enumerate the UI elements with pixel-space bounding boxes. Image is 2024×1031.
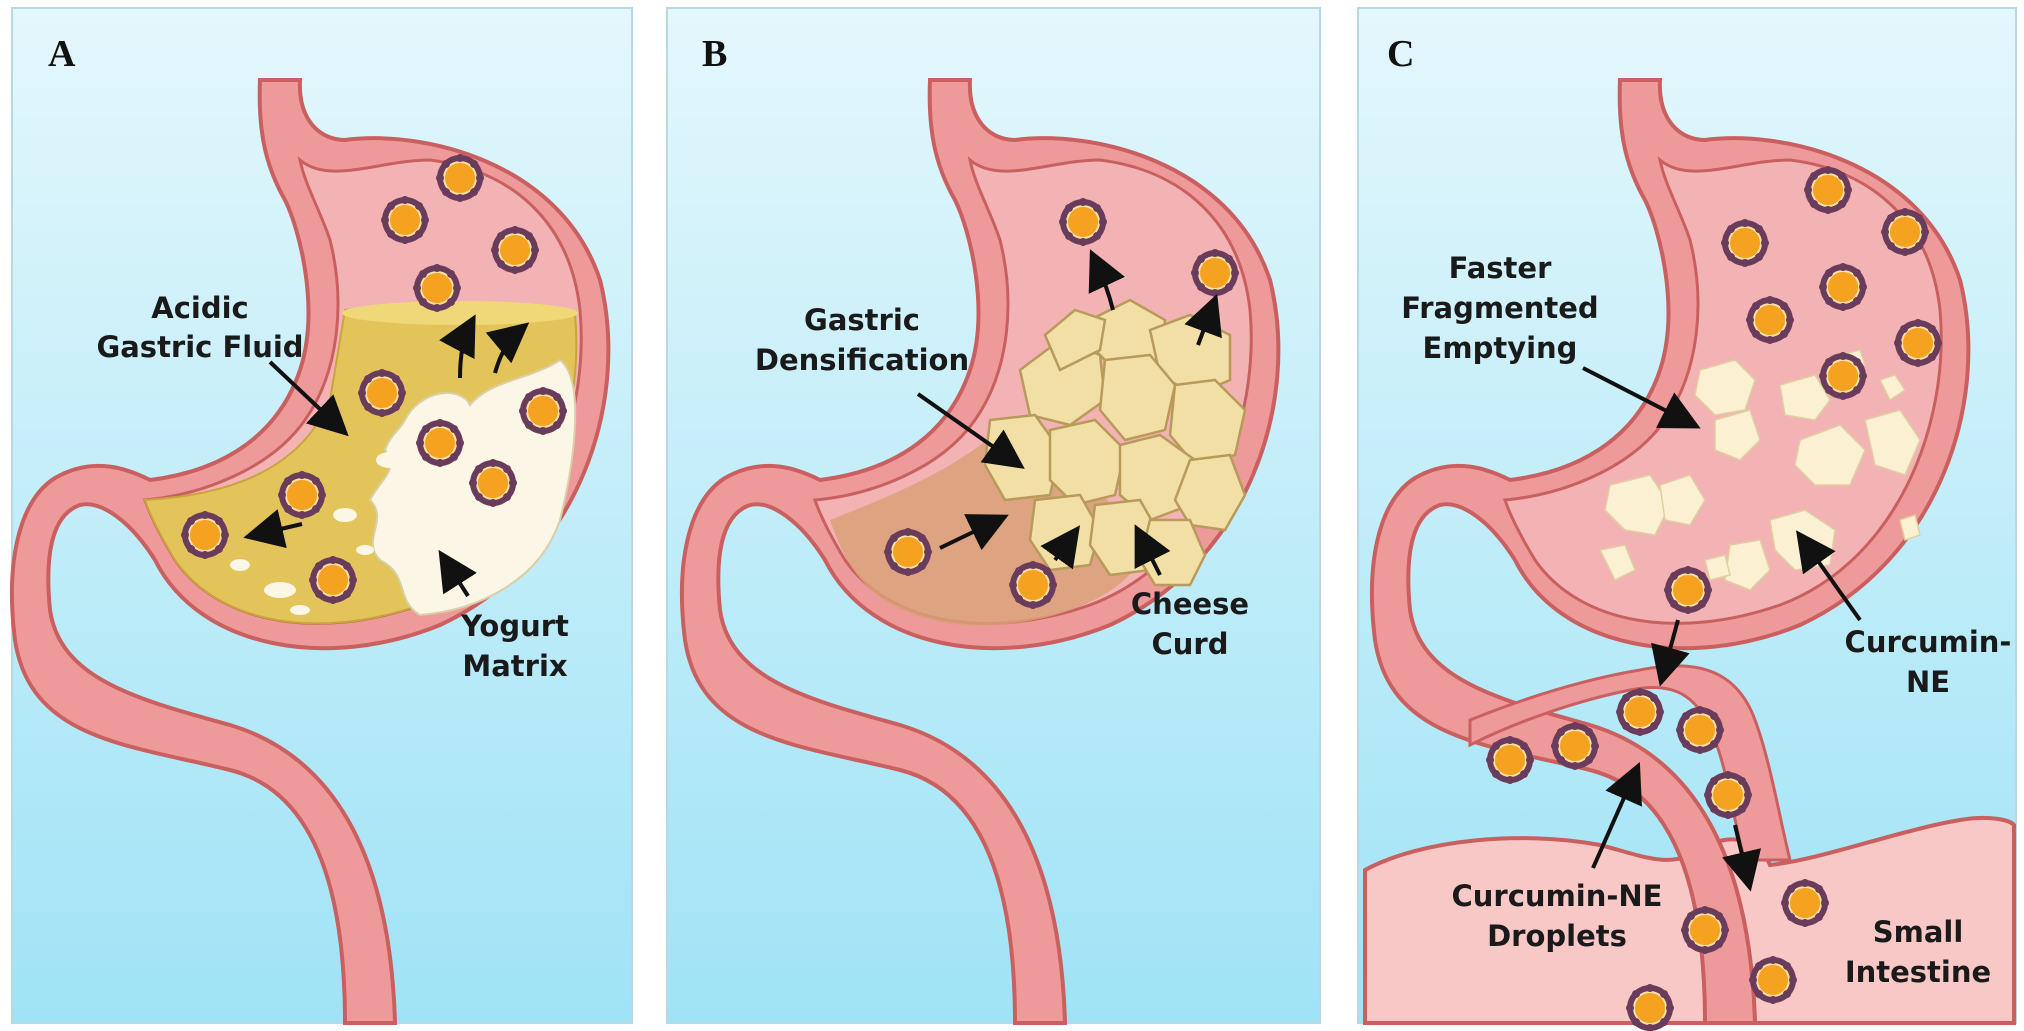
- curcumin-ne-droplet-icon: [1191, 249, 1239, 297]
- curcumin-ne-droplet-icon: [436, 154, 484, 202]
- arrow-icon: [1088, 249, 1125, 311]
- arrow-icon: [1722, 824, 1762, 892]
- arrow-icon: [1591, 762, 1642, 869]
- arrow-icon: [1651, 619, 1690, 687]
- arrow-icon: [243, 509, 303, 549]
- curcumin-ne-droplet-icon: [1819, 352, 1867, 400]
- label-faster-fragmented-emptying-line1: Faster: [1449, 251, 1552, 285]
- curcumin-ne-droplet-icon: [1894, 319, 1942, 367]
- curcumin-ne-droplet-icon: [1664, 566, 1712, 614]
- arrow-icon: [916, 392, 1025, 469]
- arrow-icon: [1040, 525, 1081, 570]
- arrow-icon: [1134, 524, 1171, 576]
- curcumin-ne-droplet-icon: [1059, 198, 1107, 246]
- curcumin-ne-droplet-icon: [1676, 706, 1724, 754]
- curcumin-ne-droplet-icon: [1881, 208, 1929, 256]
- label-small-intestine-line1: Small: [1873, 915, 1964, 949]
- panel-letter-b: B: [702, 33, 727, 75]
- curcumin-ne-droplet-icon: [1681, 906, 1729, 954]
- curcumin-ne-droplet-icon: [1746, 296, 1794, 344]
- curcumin-ne-droplet-icon: [1616, 688, 1664, 736]
- curcumin-ne-droplet-icon: [1749, 956, 1797, 1004]
- curcumin-ne-droplet-icon: [358, 369, 406, 417]
- arrow-icon: [1184, 293, 1222, 346]
- label-faster-fragmented-emptying-line2: Fragmented: [1401, 291, 1598, 325]
- curcumin-ne-droplet-icon: [416, 419, 464, 467]
- curcumin-ne-droplet-icon: [1781, 879, 1829, 927]
- arrows-a: [243, 314, 530, 598]
- arrow-icon: [268, 360, 349, 437]
- label-faster-fragmented-emptying-line3: Emptying: [1423, 331, 1578, 365]
- curcumin-ne-droplet-icon: [469, 459, 517, 507]
- label-cheese-curd-line2: Curd: [1152, 627, 1229, 661]
- arrow-icon: [939, 514, 1009, 551]
- label-gastric-densification-line2: Densification: [755, 343, 969, 377]
- panel-letter-c: C: [1387, 33, 1414, 75]
- label-curcumin-ne-droplets-line2: Droplets: [1487, 919, 1627, 953]
- label-curcumin-ne-line2: NE: [1906, 665, 1950, 699]
- label-curcumin-ne-line1: Curcumin-: [1845, 625, 2012, 659]
- label-yogurt-matrix-line1: Yogurt: [460, 609, 569, 643]
- panel-c: C Faster Fragmente: [1357, 7, 2017, 1031]
- arrow-icon: [439, 314, 476, 379]
- label-acidic-gastric-fluid-line1: Acidic: [151, 291, 248, 325]
- curcumin-ne-droplet-icon: [884, 528, 932, 576]
- curcumin-ne-droplet-icon: [1804, 166, 1852, 214]
- panel-a: A Acidic Gastric Fluid Yogurt Matrix: [9, 7, 633, 1025]
- curd-fragments: [1598, 349, 1921, 591]
- label-gastric-densification-line1: Gastric: [804, 303, 920, 337]
- panel-letter-a: A: [48, 33, 76, 75]
- curcumin-ne-droplet-icon: [309, 556, 357, 604]
- curcumin-ne-droplet-icon: [381, 196, 429, 244]
- arrow-icon: [485, 322, 530, 374]
- arrow-icon: [438, 549, 477, 598]
- arrow-icon: [1582, 366, 1701, 429]
- arrow-icon: [1796, 530, 1862, 622]
- curcumin-ne-droplet-icon: [1819, 263, 1867, 311]
- curcumin-ne-droplet-icon: [1721, 219, 1769, 267]
- label-acidic-gastric-fluid-line2: Gastric Fluid: [96, 330, 303, 364]
- curcumin-ne-droplet-icon: [1704, 771, 1752, 819]
- curcumin-ne-droplet-icon: [181, 511, 229, 559]
- label-yogurt-matrix-line2: Matrix: [462, 649, 568, 683]
- label-cheese-curd-line1: Cheese: [1131, 587, 1249, 621]
- label-small-intestine-line2: Intestine: [1845, 955, 1991, 989]
- curcumin-ne-droplet-icon: [1551, 722, 1599, 770]
- label-curcumin-ne-droplets-line1: Curcumin-NE: [1452, 879, 1663, 913]
- curcumin-ne-droplet-icon: [519, 387, 567, 435]
- arrows-b: [916, 249, 1222, 576]
- curcumin-ne-droplet-icon: [413, 264, 461, 312]
- panel-b: B Gastric Densification Cheese Curd: [666, 7, 1321, 1025]
- curcumin-ne-droplet-icon: [1486, 736, 1534, 784]
- curcumin-ne-droplet-icon: [491, 226, 539, 274]
- arrows-c: [1582, 366, 1862, 892]
- curcumin-ne-droplet-icon: [1009, 561, 1057, 609]
- curcumin-ne-droplet-icon: [278, 471, 326, 519]
